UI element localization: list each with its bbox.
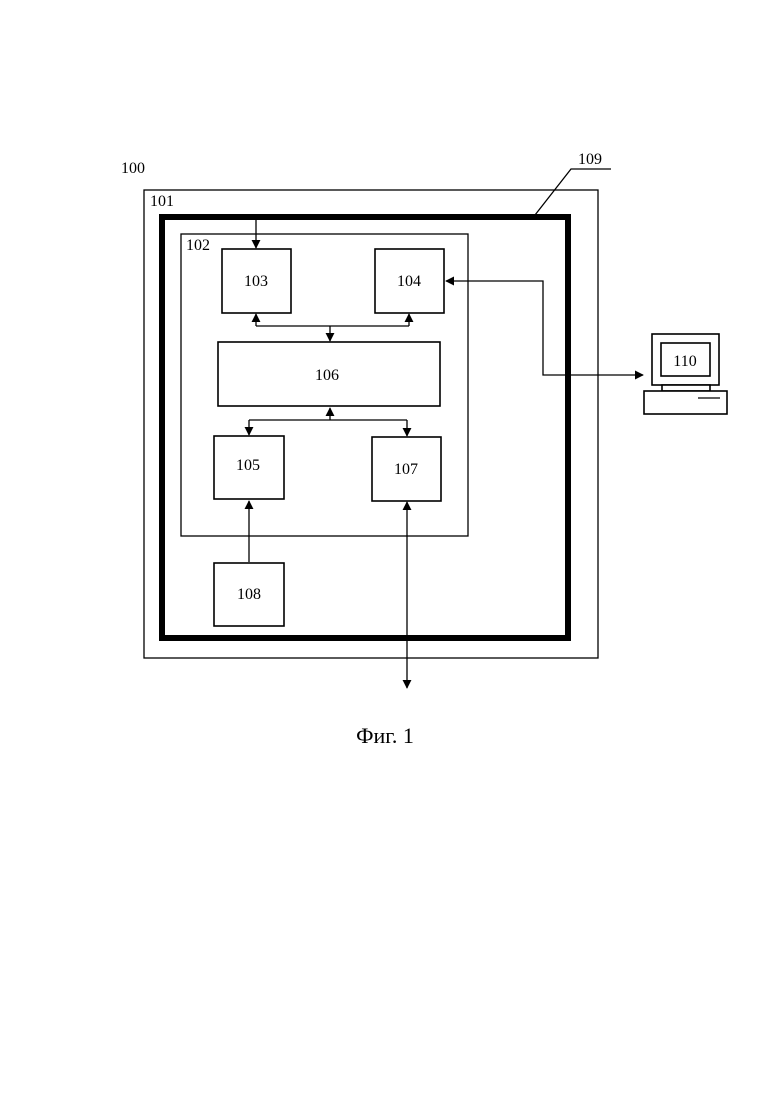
label-110: 110 [673,353,696,370]
label-106: 106 [315,367,339,384]
block-104: 104 [375,249,444,313]
block-105: 105 [214,436,284,499]
label-109: 109 [578,151,602,168]
figure-caption: Фиг. 1 [356,723,414,748]
block-108: 108 [214,563,284,626]
label-108: 108 [237,586,261,603]
block-106: 106 [218,342,440,406]
label-102: 102 [186,237,210,254]
wire-104-to-110 [446,281,643,375]
label-105: 105 [236,457,260,474]
label-107: 107 [394,461,418,478]
outer-housing-100 [144,190,598,658]
label-101: 101 [150,193,174,210]
block-107: 107 [372,437,441,501]
block-103: 103 [222,249,291,313]
computer-terminal-icon: 110 [644,334,727,414]
leader-line-109 [535,169,611,215]
label-104: 104 [397,273,421,290]
label-100: 100 [121,160,145,177]
label-103: 103 [244,273,268,290]
